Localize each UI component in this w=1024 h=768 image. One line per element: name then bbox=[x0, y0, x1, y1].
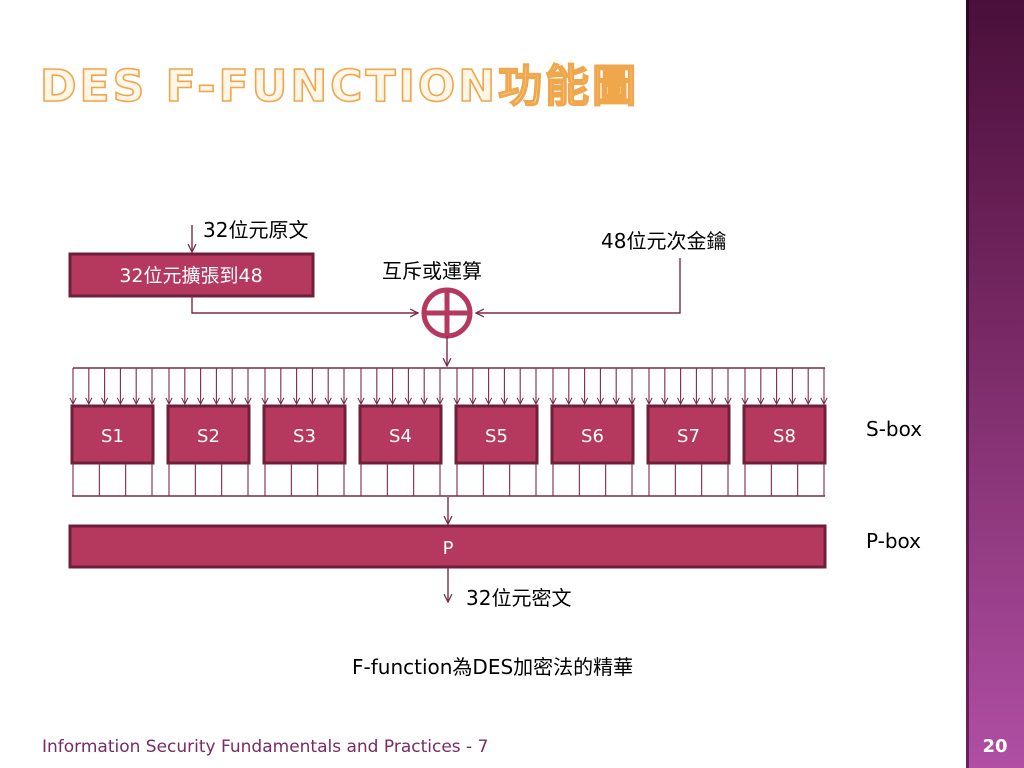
summary-text: F-function為DES加密法的精華 bbox=[352, 655, 634, 679]
sbox-label: S1 bbox=[101, 426, 124, 447]
sbox-label: S6 bbox=[581, 426, 604, 447]
sbox-1 bbox=[70, 404, 155, 465]
sbox-caption: S-box bbox=[866, 417, 923, 441]
pbox bbox=[68, 524, 827, 569]
plaintext-label: 32位元原文 bbox=[203, 218, 309, 242]
pbox-label: P bbox=[443, 538, 454, 559]
sbox-8 bbox=[742, 404, 827, 465]
sbox-5 bbox=[454, 404, 539, 465]
sbox-label: S5 bbox=[485, 426, 508, 447]
sbox-6 bbox=[550, 404, 635, 465]
sbox-row: S1 S2 S3 S4 S5 S6 S7 S8 bbox=[70, 404, 827, 465]
slide-title: DES F-FUNCTION功能圖 bbox=[39, 60, 640, 113]
ciphertext-label: 32位元密文 bbox=[466, 586, 572, 610]
xor-symbol bbox=[421, 287, 473, 339]
subkey-label: 48位元次金鑰 bbox=[601, 229, 727, 253]
side-band bbox=[966, 0, 1024, 768]
expansion-box bbox=[68, 252, 315, 298]
xor-label: 互斥或運算 bbox=[382, 259, 482, 283]
sbox-input-arrows bbox=[73, 368, 824, 404]
page-number: 20 bbox=[982, 736, 1008, 757]
sbox-label: S4 bbox=[389, 426, 412, 447]
sbox-label: S7 bbox=[677, 426, 700, 447]
sbox-3 bbox=[262, 404, 347, 465]
sbox-label: S2 bbox=[197, 426, 220, 447]
footer-text: Information Security Fundamentals and Pr… bbox=[42, 737, 489, 757]
subkey-to-xor-line bbox=[476, 258, 681, 313]
sbox-output-lines bbox=[72, 463, 825, 497]
expansion-box-label: 32位元擴張到48 bbox=[119, 265, 262, 287]
sbox-label: S8 bbox=[773, 426, 796, 447]
sbox-2 bbox=[166, 404, 251, 465]
sbox-label: S3 bbox=[293, 426, 316, 447]
sbox-4 bbox=[358, 404, 443, 465]
expansion-to-xor-line bbox=[191, 296, 418, 313]
sbox-7 bbox=[646, 404, 731, 465]
pbox-caption: P-box bbox=[866, 529, 921, 553]
